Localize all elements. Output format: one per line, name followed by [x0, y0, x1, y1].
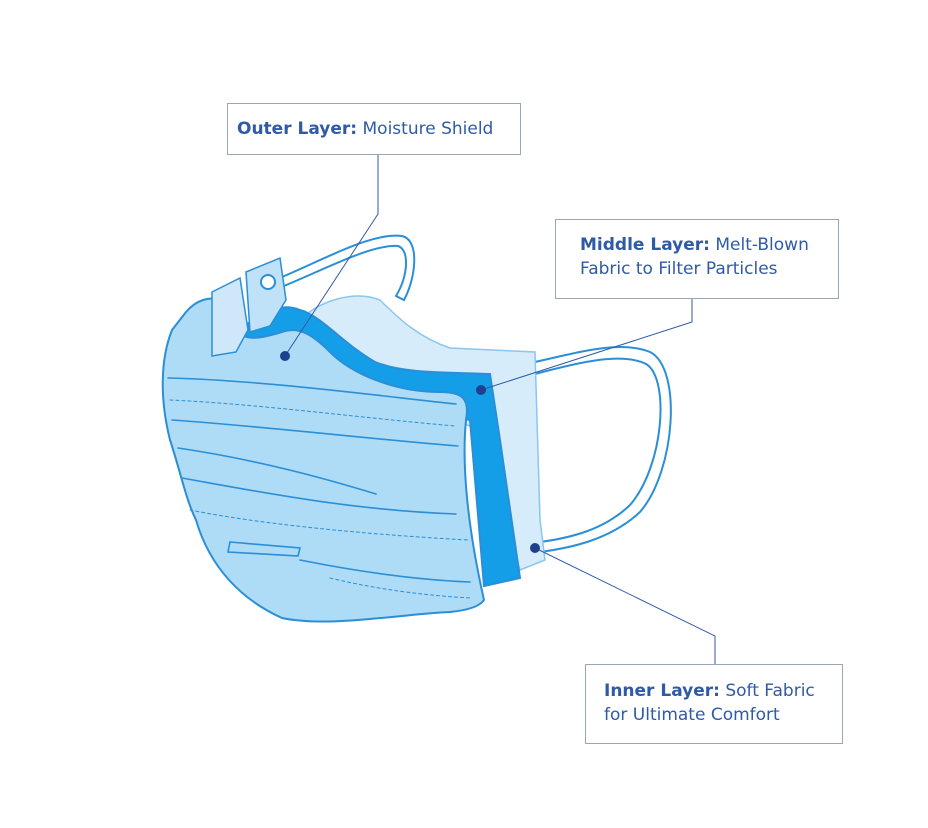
middle-leader — [480, 299, 693, 391]
ear-loop-ring — [260, 274, 276, 290]
ear-loop-back — [268, 234, 416, 302]
middle-layer-description-1: Melt-Blown — [715, 235, 809, 255]
outer-leader — [284, 155, 379, 357]
leader-lines — [284, 155, 716, 664]
outer-layer-marker — [280, 351, 290, 361]
outer-layer-heading: Outer Layer: — [237, 119, 358, 139]
inner-layer-heading: Inner Layer: — [604, 681, 720, 701]
middle-layer-heading: Middle Layer: — [580, 235, 710, 255]
nose-flap-left — [211, 276, 249, 357]
outer-layer-shape — [161, 297, 486, 623]
middle-layer-marker — [476, 385, 486, 395]
middle-layer-callout: Middle Layer: Melt-Blown Fabric to Filte… — [555, 219, 839, 299]
inner-layer-text-line1: Inner Layer: Soft Fabric — [604, 679, 842, 703]
outer-layer-text: Outer Layer: Moisture Shield — [237, 117, 520, 141]
inner-layer-marker — [530, 543, 540, 553]
inner-layer-description-2: for Ultimate Comfort — [604, 705, 780, 725]
inner-layer-description-1: Soft Fabric — [725, 681, 815, 701]
pleat-lines — [167, 377, 473, 599]
middle-layer-text-line1: Middle Layer: Melt-Blown — [580, 233, 838, 257]
nose-flap-right — [245, 256, 287, 333]
inner-layer-callout: Inner Layer: Soft Fabric for Ultimate Co… — [585, 664, 843, 744]
outer-layer-callout: Outer Layer: Moisture Shield — [227, 103, 521, 155]
outer-layer-description: Moisture Shield — [362, 119, 494, 139]
inner-leader — [534, 547, 716, 664]
middle-layer-description-2: Fabric to Filter Particles — [580, 259, 778, 279]
ear-loop-front — [534, 346, 672, 554]
